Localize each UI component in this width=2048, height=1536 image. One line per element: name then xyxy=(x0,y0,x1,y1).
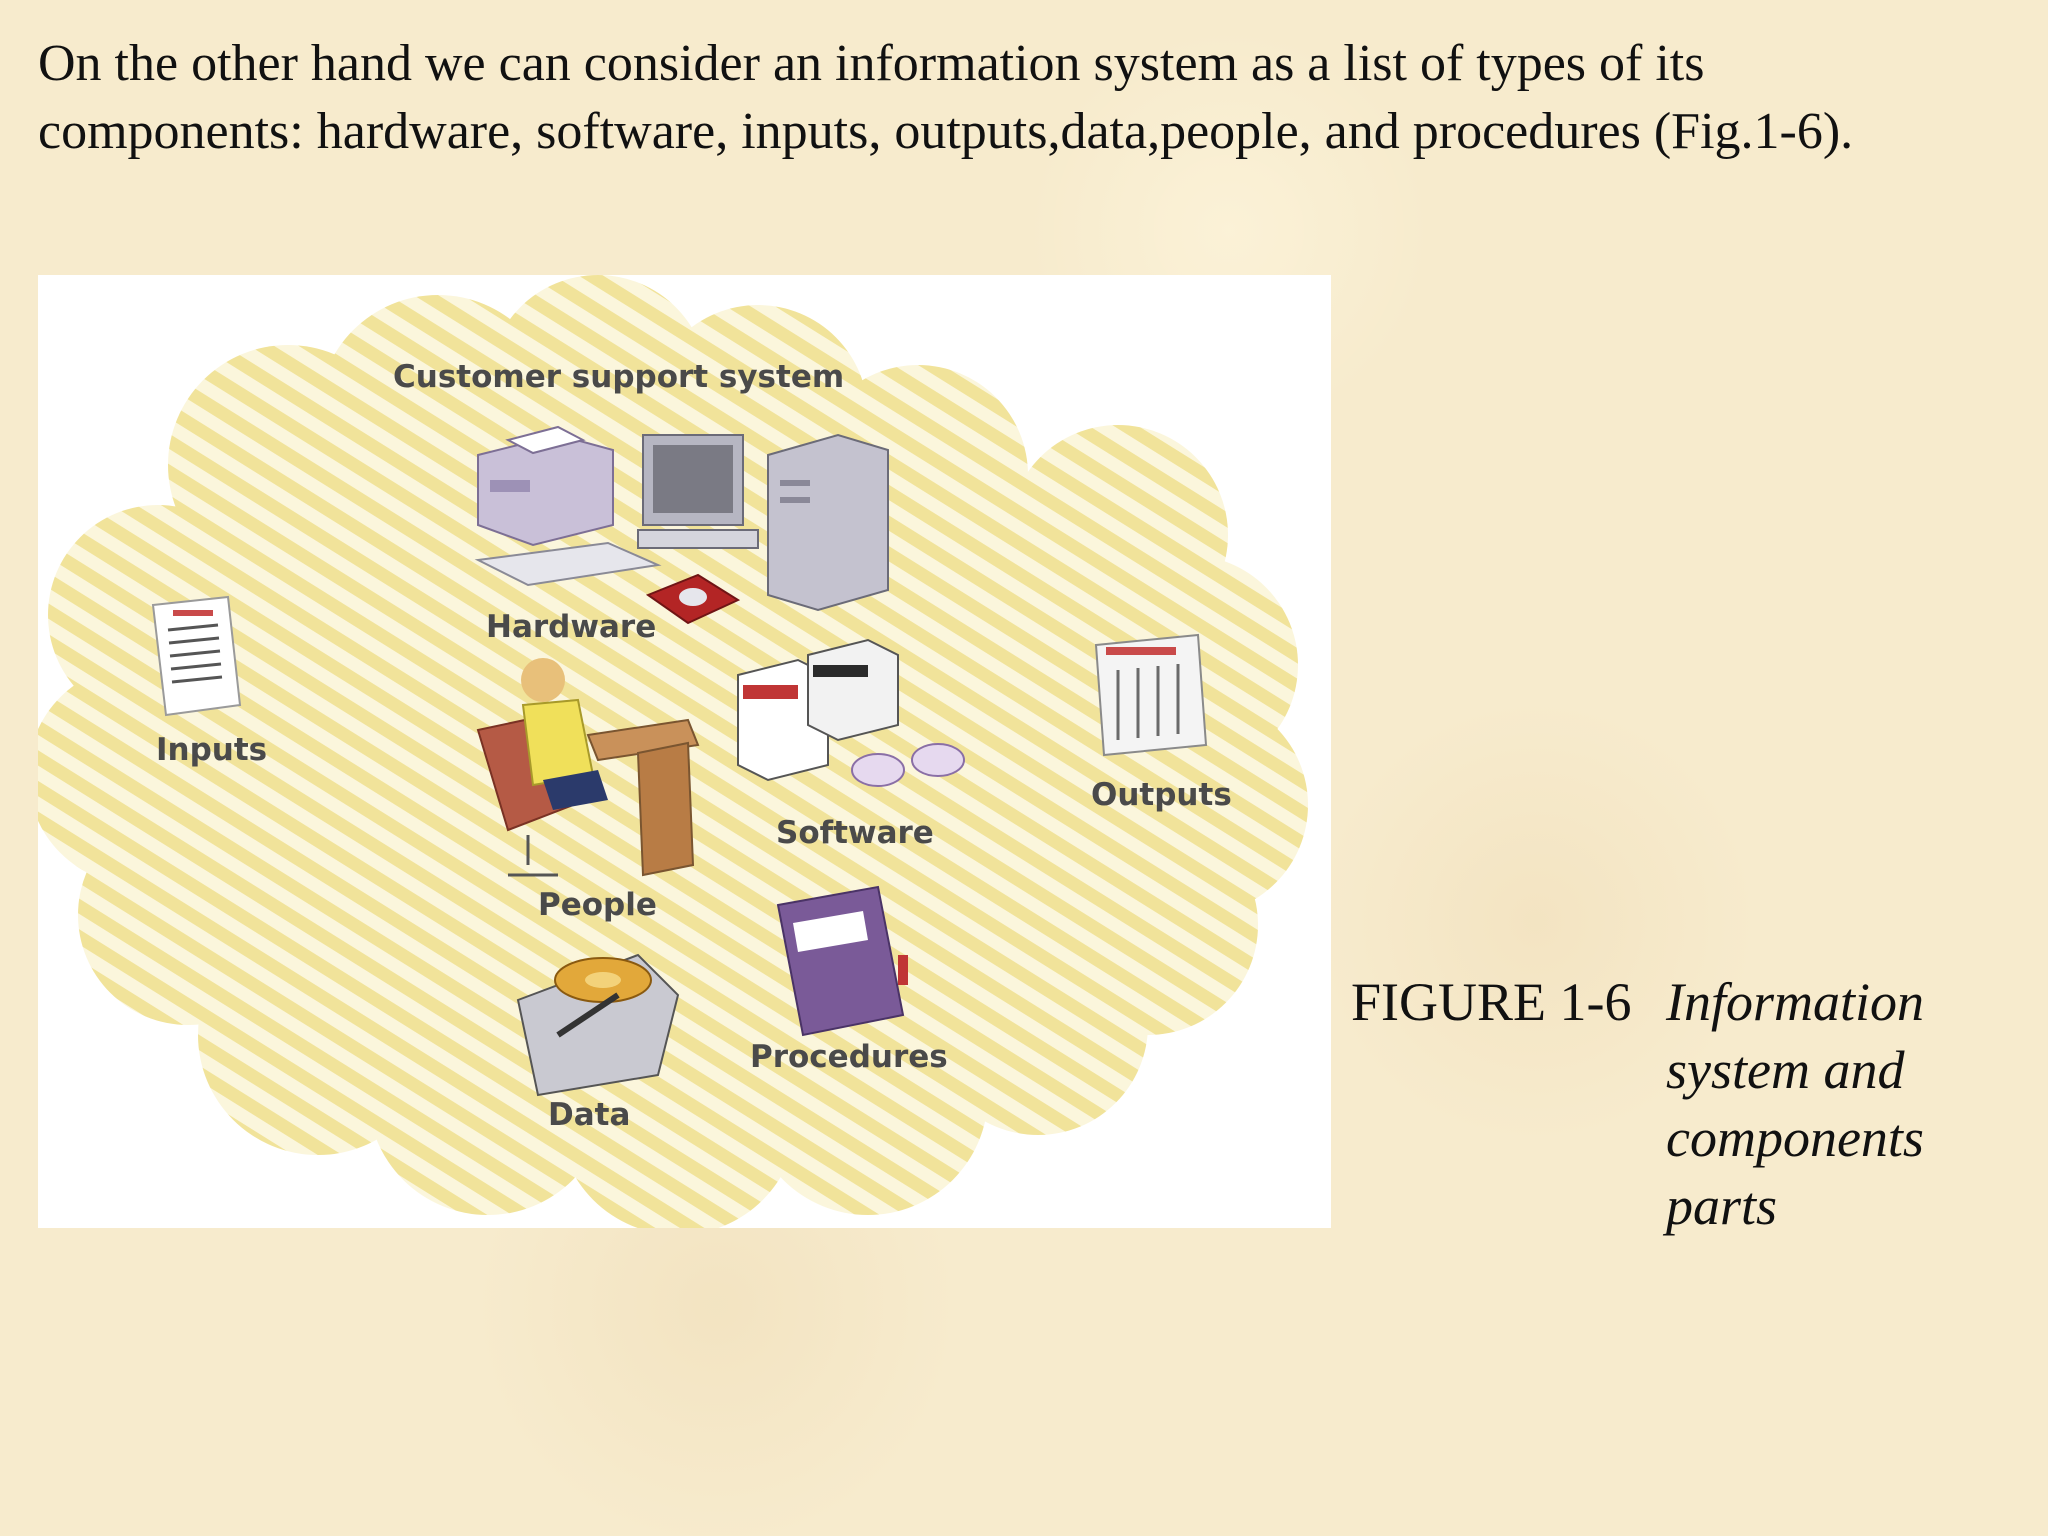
label-hardware: Hardware xyxy=(486,609,656,645)
monitor-icon xyxy=(637,434,759,549)
person-at-desk-icon xyxy=(476,658,700,877)
keyboard-icon xyxy=(474,541,662,587)
label-procedures: Procedures xyxy=(750,1039,948,1075)
caption-number: FIGURE 1-6 xyxy=(1351,972,1632,1032)
caption-title: Information system and components parts xyxy=(1666,972,1925,1236)
figure-image: Customer support system Hardware xyxy=(38,275,1331,1228)
procedures-manual-icon xyxy=(776,885,908,1037)
mouse-icon xyxy=(645,573,741,625)
printer-icon xyxy=(477,425,614,547)
figure-title: Customer support system xyxy=(393,359,844,395)
label-outputs: Outputs xyxy=(1091,777,1232,813)
input-document-icon xyxy=(151,595,242,717)
label-data: Data xyxy=(548,1097,630,1133)
computer-tower-icon xyxy=(767,433,889,612)
software-package-icon xyxy=(737,638,965,787)
intro-paragraph: On the other hand we can consider an inf… xyxy=(38,35,1854,160)
label-inputs: Inputs xyxy=(156,732,267,768)
hard-drive-icon xyxy=(516,953,680,1097)
output-report-icon xyxy=(1094,633,1208,757)
label-software: Software xyxy=(776,815,934,851)
label-people: People xyxy=(538,887,657,923)
